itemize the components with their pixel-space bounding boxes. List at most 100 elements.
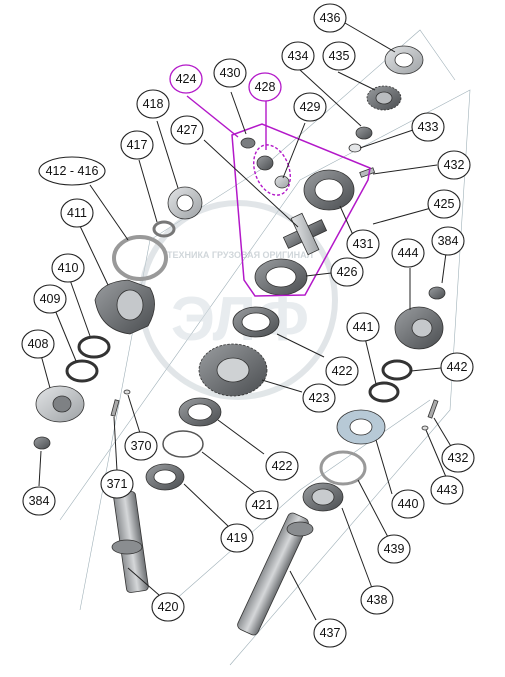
callout-371[interactable]: 371 [100, 469, 134, 499]
callout-424[interactable]: 424 [169, 64, 203, 94]
callout-428-label: 428 [255, 80, 276, 94]
callout-430[interactable]: 430 [213, 58, 247, 88]
callout-426-label: 426 [337, 265, 358, 279]
callout-370[interactable]: 370 [124, 431, 158, 461]
callout-436-label: 436 [320, 11, 341, 25]
callout-436[interactable]: 436 [313, 3, 347, 33]
callout-423-label: 423 [309, 391, 330, 405]
callout-434[interactable]: 434 [281, 41, 315, 71]
part-433-washer [348, 143, 362, 153]
callout-432-lower-label: 432 [448, 451, 469, 465]
callout-422-upper-label: 422 [332, 364, 353, 378]
part-428-satellite-gears [253, 144, 291, 196]
callout-435-label: 435 [329, 49, 350, 63]
callouts: 436 435 434 424 430 428 429 433 418 427 … [21, 3, 475, 648]
leader-lines [38, 22, 453, 621]
watermark-tagline: ТЕХНИКА ГРУЗОВАЯ ОРИГИНАЛ [167, 250, 313, 260]
callout-434-label: 434 [288, 49, 309, 63]
callout-429[interactable]: 429 [293, 92, 327, 122]
callout-443[interactable]: 443 [430, 475, 464, 505]
part-384-nut [33, 436, 51, 450]
part-435-gear [366, 85, 402, 111]
callout-442-label: 442 [447, 360, 468, 374]
callout-422-lower[interactable]: 422 [265, 451, 299, 481]
callout-409[interactable]: 409 [33, 284, 67, 314]
part-370-washer [123, 389, 131, 395]
part-434-nut [355, 126, 373, 140]
callout-411[interactable]: 411 [60, 198, 94, 228]
part-427-spider [282, 212, 328, 256]
callout-429-label: 429 [300, 100, 321, 114]
callout-444[interactable]: 444 [391, 238, 425, 268]
callout-433-label: 433 [418, 120, 439, 134]
part-411-housing [94, 279, 155, 335]
part-371-bolt [110, 399, 120, 417]
callout-419-label: 419 [227, 531, 248, 545]
callout-438-label: 438 [367, 593, 388, 607]
callout-422-lower-label: 422 [272, 459, 293, 473]
callout-412-416[interactable]: 412 - 416 [38, 156, 106, 186]
callout-421[interactable]: 421 [245, 490, 279, 520]
part-419-ring [145, 463, 185, 491]
callout-435[interactable]: 435 [322, 41, 356, 71]
callout-384-right[interactable]: 384 [431, 226, 465, 256]
callout-426[interactable]: 426 [330, 257, 364, 287]
callout-411-label: 411 [67, 206, 87, 220]
part-417-ring [152, 220, 176, 238]
callout-420[interactable]: 420 [151, 592, 185, 622]
callout-420-label: 420 [158, 600, 179, 614]
part-409-seal [65, 359, 99, 383]
part-432-bolt [359, 167, 376, 178]
part-420-shaft [111, 491, 149, 593]
callout-423[interactable]: 423 [302, 383, 336, 413]
callout-417-label: 417 [127, 138, 148, 152]
callout-442[interactable]: 442 [440, 352, 474, 382]
part-408-flange [35, 385, 85, 423]
callout-440[interactable]: 440 [391, 489, 425, 519]
callout-408[interactable]: 408 [21, 329, 55, 359]
callout-419[interactable]: 419 [220, 523, 254, 553]
callout-410[interactable]: 410 [51, 253, 85, 283]
callout-441-label: 441 [353, 320, 374, 334]
callout-409-label: 409 [40, 292, 61, 306]
callout-437[interactable]: 437 [313, 618, 347, 648]
callout-417[interactable]: 417 [120, 130, 154, 160]
part-444-housing [394, 306, 444, 350]
callout-418-label: 418 [143, 97, 164, 111]
callout-440-label: 440 [398, 497, 419, 511]
part-418-bearing [167, 186, 203, 220]
part-443-washer [421, 425, 429, 431]
callout-432-upper-label: 432 [444, 158, 465, 172]
callout-428[interactable]: 428 [248, 72, 282, 102]
callout-427[interactable]: 427 [170, 115, 204, 145]
part-412-416-shim [112, 235, 168, 281]
callout-427-label: 427 [177, 123, 198, 137]
part-441-seal [368, 381, 400, 403]
callout-439-label: 439 [384, 542, 405, 556]
callout-384-left[interactable]: 384 [22, 486, 56, 516]
callout-418[interactable]: 418 [136, 89, 170, 119]
callout-432-lower[interactable]: 432 [441, 443, 475, 473]
callout-431[interactable]: 431 [346, 229, 380, 259]
part-421-snap-ring [162, 430, 204, 458]
highlight-subassembly-outline [231, 123, 371, 297]
callout-444-label: 444 [398, 246, 419, 260]
part-422-ring-upper [232, 306, 280, 338]
part-432-bolt-right [427, 399, 439, 419]
callout-421-label: 421 [252, 498, 273, 512]
callout-439[interactable]: 439 [377, 534, 411, 564]
callout-433[interactable]: 433 [411, 112, 445, 142]
callout-425[interactable]: 425 [427, 189, 461, 219]
callout-438[interactable]: 438 [360, 585, 394, 615]
part-437-shaft [237, 512, 314, 636]
part-431-ring [303, 169, 355, 211]
callout-422-upper[interactable]: 422 [325, 356, 359, 386]
callout-408-label: 408 [28, 337, 49, 351]
callout-431-label: 431 [353, 237, 374, 251]
callout-441[interactable]: 441 [346, 312, 380, 342]
part-423-bevel-gear [198, 343, 268, 397]
callout-432-upper[interactable]: 432 [437, 150, 471, 180]
callout-424-label: 424 [176, 72, 197, 86]
callout-384-right-label: 384 [438, 234, 459, 248]
